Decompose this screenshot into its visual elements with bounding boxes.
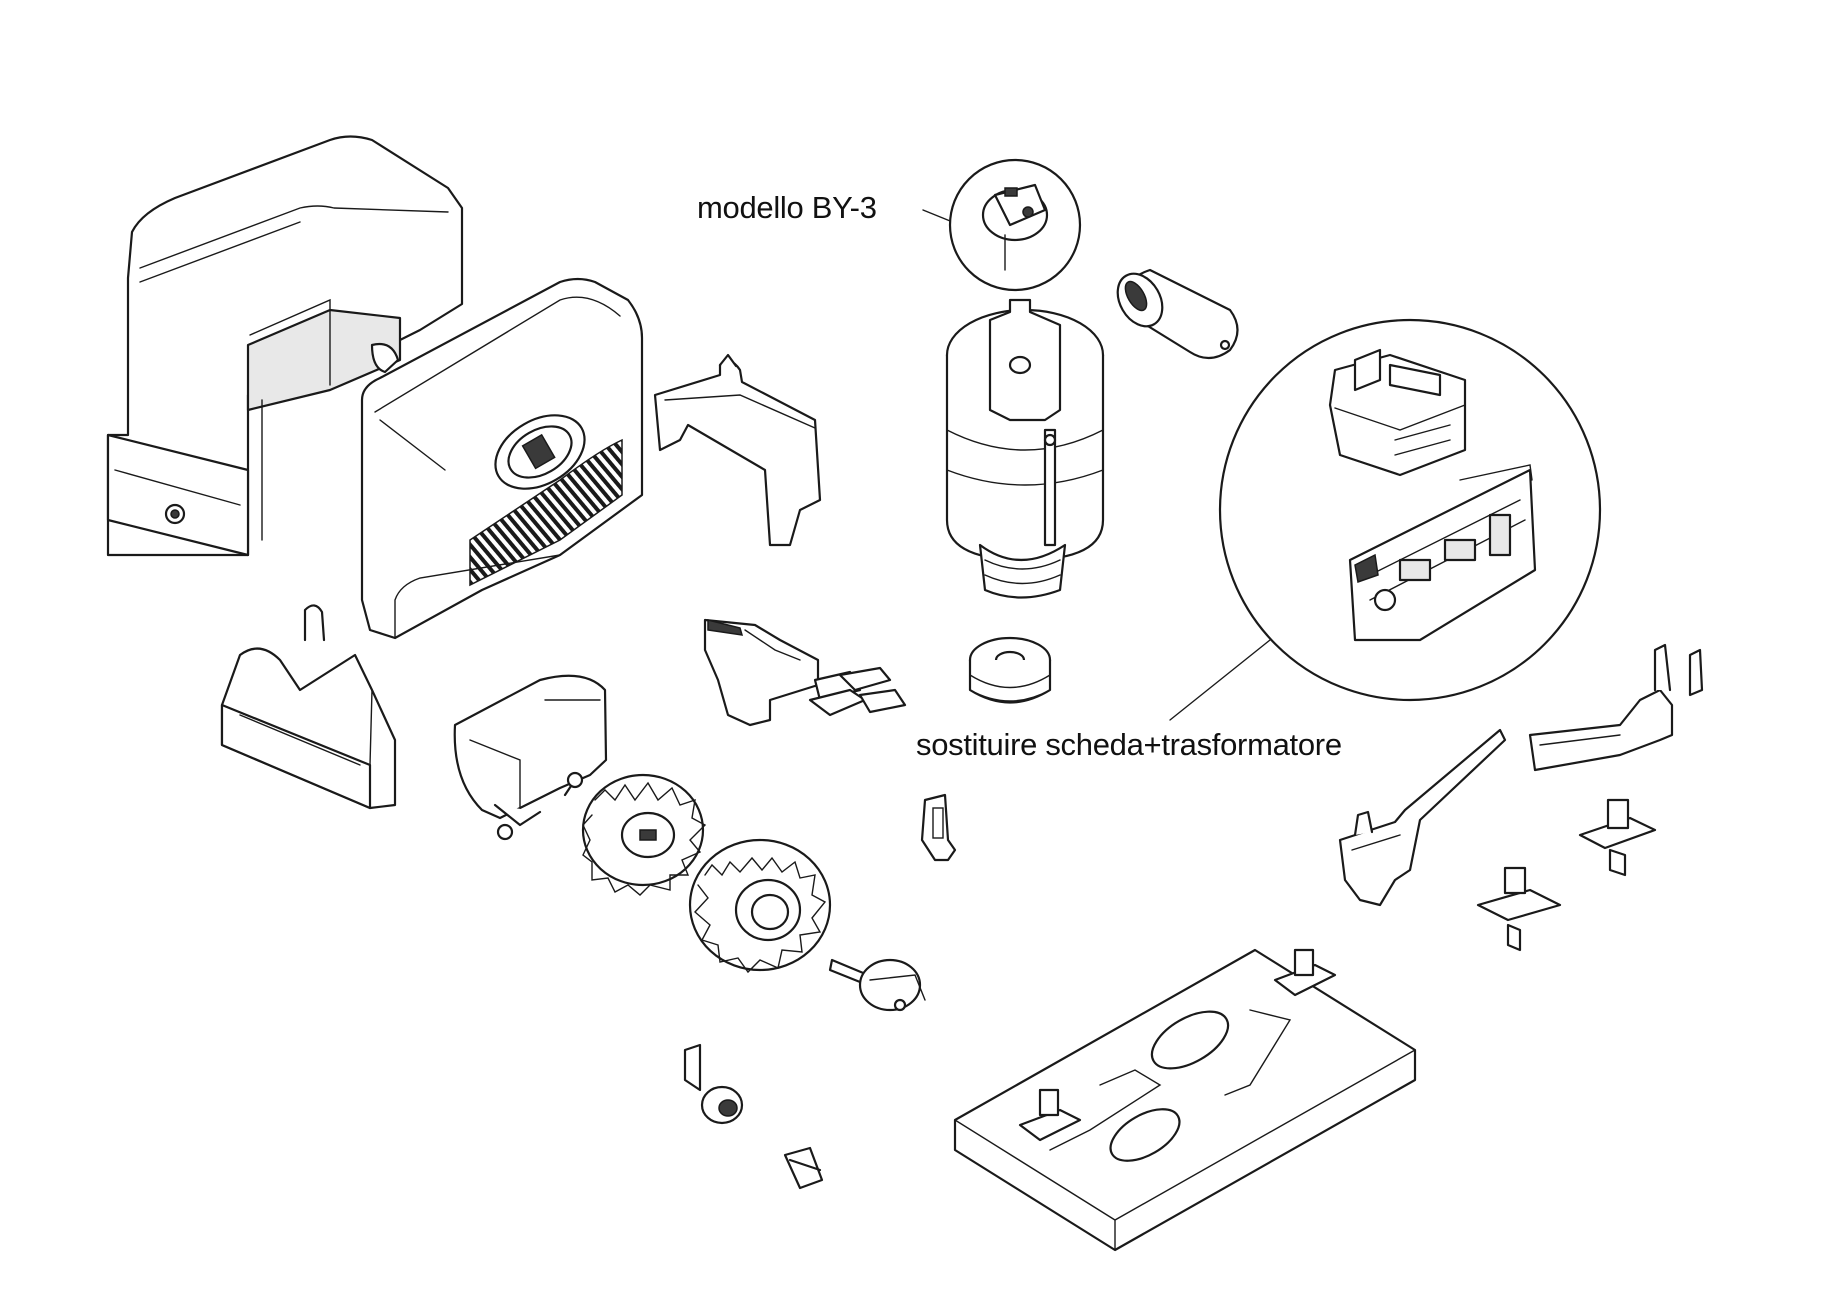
drive-gear: [688, 838, 832, 974]
shaft-assembly: [828, 958, 926, 1012]
spring-stop: [968, 636, 1052, 704]
motor-unit: [945, 298, 1105, 599]
pinion-gear: [581, 773, 707, 896]
encoder-detail: [922, 158, 1082, 292]
motor-bracket: [653, 353, 822, 547]
gear-housing: [453, 674, 608, 841]
rear-bracket: [220, 604, 397, 810]
anchor-bolt-a: [1476, 866, 1562, 952]
capacitor: [1116, 268, 1239, 360]
foundation-plate: [953, 948, 1417, 1252]
limit-bracket-left: [1338, 728, 1507, 907]
control-board-detail: [1169, 318, 1602, 721]
lock-cylinder: [683, 1043, 824, 1190]
model-note-label: modello BY-3: [697, 190, 877, 225]
limit-bracket-right: [1528, 643, 1704, 772]
rear-cover: [106, 135, 464, 557]
replacement-note-label: sostituire scheda+trasformatore: [916, 727, 1342, 762]
anchor-bolt-b: [1578, 798, 1657, 877]
front-cover: [360, 277, 644, 640]
limit-switch: [920, 793, 957, 862]
terminal-block: [703, 618, 907, 727]
